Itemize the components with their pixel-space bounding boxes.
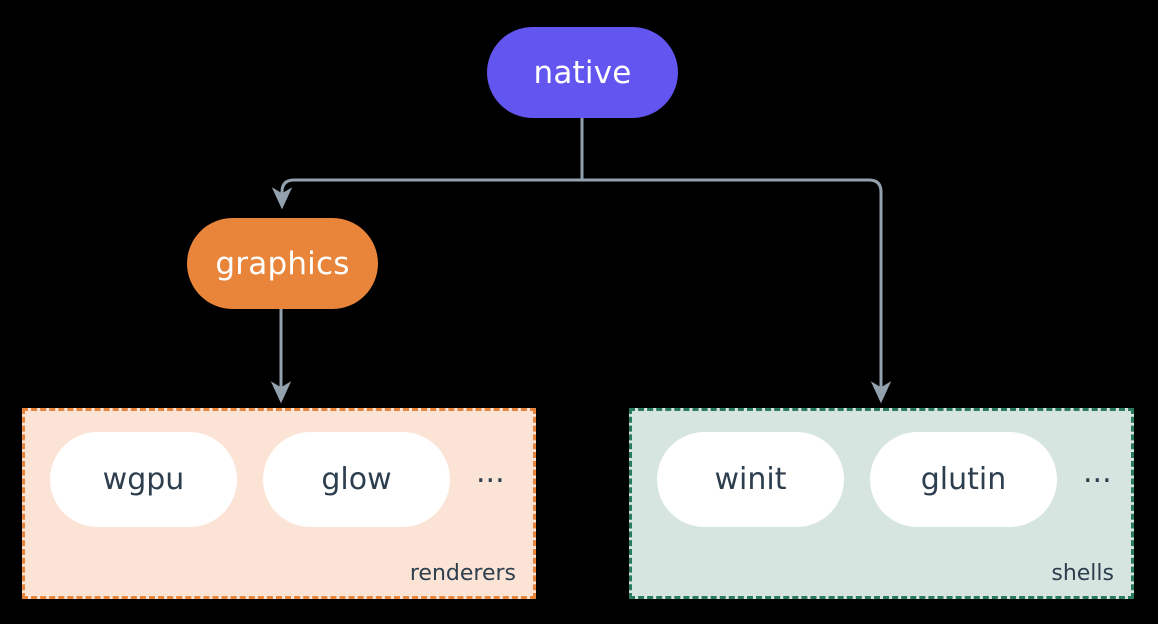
item-winit-label: winit <box>714 462 787 497</box>
node-native[interactable]: native <box>487 27 678 118</box>
item-glutin[interactable]: glutin <box>870 432 1057 527</box>
group-renderers-label: renderers <box>409 561 516 586</box>
edge-native-to-graphics <box>271 118 584 210</box>
node-graphics-label: graphics <box>215 245 350 282</box>
node-graphics[interactable]: graphics <box>187 218 378 309</box>
item-glow[interactable]: glow <box>263 432 450 527</box>
group-renderers-items: wgpu glow ... <box>50 432 505 527</box>
group-renderers: wgpu glow ... renderers <box>22 408 536 599</box>
shells-ellipsis: ... <box>1083 454 1112 490</box>
group-shells: winit glutin ... shells <box>629 408 1134 599</box>
item-glutin-label: glutin <box>920 462 1007 497</box>
item-wgpu-label: wgpu <box>102 462 185 497</box>
item-glow-label: glow <box>321 462 392 497</box>
item-wgpu[interactable]: wgpu <box>50 432 237 527</box>
item-winit[interactable]: winit <box>657 432 844 527</box>
edge-native-to-shells <box>580 118 892 404</box>
group-shells-label: shells <box>1051 561 1114 586</box>
renderers-ellipsis: ... <box>476 454 505 490</box>
group-shells-items: winit glutin ... <box>657 432 1112 527</box>
node-native-label: native <box>533 54 632 91</box>
